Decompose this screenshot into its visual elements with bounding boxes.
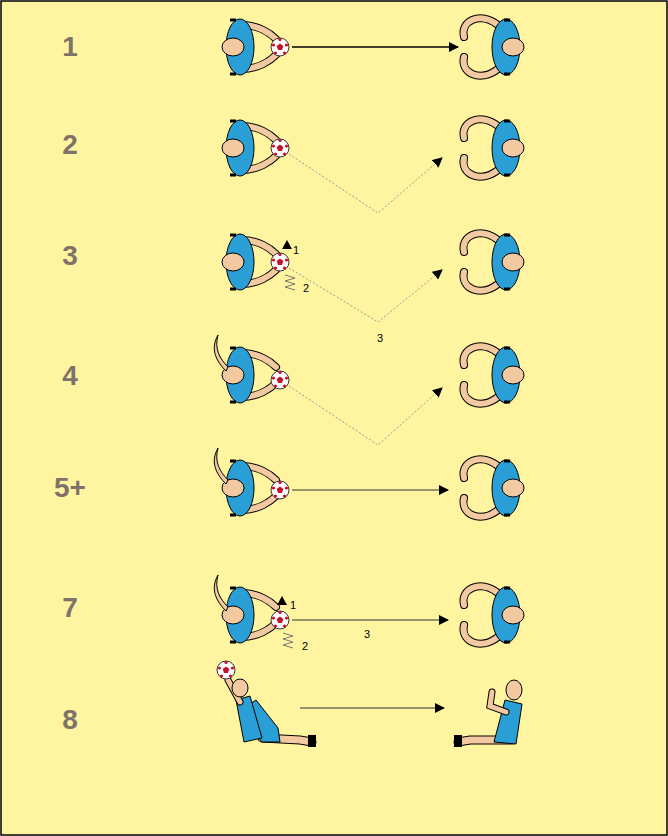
row-number: 1 <box>62 33 78 61</box>
row-number: 7 <box>62 594 78 622</box>
callout-number: 3 <box>376 333 384 344</box>
callout-number: 1 <box>292 245 300 256</box>
callout-number: 2 <box>302 283 310 294</box>
row-number: 4 <box>62 362 78 390</box>
callout-number: 1 <box>289 600 297 611</box>
row-number: 5+ <box>54 474 86 502</box>
row-number: 8 <box>62 706 78 734</box>
row-number: 2 <box>62 131 78 159</box>
callout-number: 2 <box>301 641 309 652</box>
callout-number: 3 <box>363 629 371 640</box>
row-number: 3 <box>62 242 78 270</box>
